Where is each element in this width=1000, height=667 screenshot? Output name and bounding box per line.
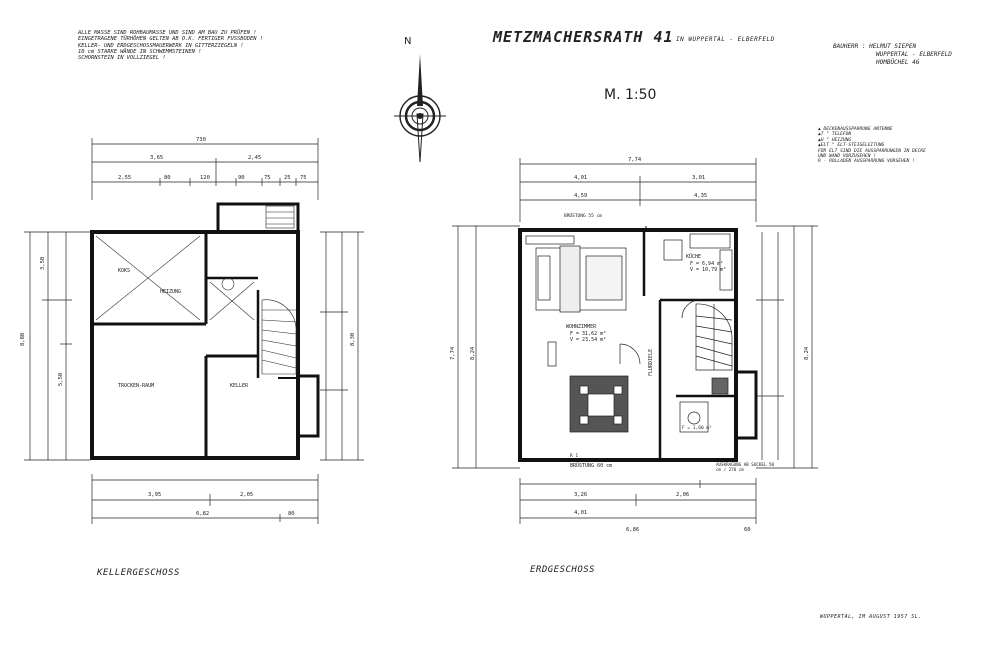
legend-line: FÜR ELT SIND DIE AUSSPARRUNGEN IN DECKE [818,148,926,154]
north-arrow-icon [394,54,446,163]
note-bruestung-top: BRÜSTUNG 55 cm [564,214,602,219]
svg-text:2,55: 2,55 [118,175,131,181]
note-line: KELLER- UND ERDGESCHOSSMAUERWERK IN GITT… [78,42,244,49]
svg-text:3,65: 3,65 [150,155,163,161]
room-label-keller: KELLER [230,383,249,389]
svg-text:90: 90 [238,175,245,181]
svg-text:2,45: 2,45 [248,155,261,161]
svg-text:3,95: 3,95 [148,492,161,498]
room-label-wohnzimmer: WOHNZIMMER [566,324,597,330]
north-label: N [404,36,412,47]
legend-line: ▲ELT " ELT-STEIGELEITUNG [818,143,885,149]
legend-line: UND WAND VORZUSEHEN ! [818,154,877,160]
svg-text:80: 80 [288,511,295,517]
drawing-title: METZMACHERSRATH 41 [493,28,674,46]
note-bruestung-bottom: BRÜSTUNG 60 cm [570,463,613,469]
svg-text:80: 80 [164,175,171,181]
svg-text:8,24: 8,24 [470,346,476,360]
legend-line: R - ROLLADEN AUSSPARRUNG VORSEHEN ! [818,159,915,165]
room-label-koks: KOKS [118,268,131,274]
keller-dim-total-top: 730 [196,137,206,143]
note-auskragung: AUSKRAGUNG AB SOCKEL 50 cm / 270 cm [716,462,774,472]
drawing-date: WUPPERTAL, IM AUGUST 1957 SL. [820,614,922,620]
svg-text:2,06: 2,06 [676,492,689,498]
svg-text:4,59: 4,59 [574,193,587,199]
svg-text:75: 75 [300,175,307,181]
groundfloor-label: ERDGESCHOSS [530,565,596,575]
erd-dim-total-top: 7,74 [628,157,642,163]
room-area-kueche: F = 6,94 m² [690,261,724,267]
svg-text:6,82: 6,82 [196,511,209,517]
owner-line: HOMBÜCHEL 46 [876,59,920,66]
svg-text:4,35: 4,35 [694,193,707,199]
room-label-trockenraum: TROCKEN-RAUM [118,383,155,389]
svg-text:60: 60 [744,527,751,533]
room-label-flur: FLURDIELE [648,348,654,376]
room-area-wc: F = 1,60 m² [682,426,712,431]
svg-text:8,80: 8,80 [20,333,26,346]
owner-line: WUPPERTAL - ELBERFELD [876,51,952,58]
drawing-scale: M. 1:50 [604,87,657,103]
svg-text:7,74: 7,74 [450,346,456,360]
svg-text:4,01: 4,01 [574,510,587,516]
svg-text:3,26: 3,26 [574,492,587,498]
svg-text:2,05: 2,05 [240,492,253,498]
legend-block: ▲ DECKENAUSSPARRUNG ANTENNE ▲T " TELEFON… [818,127,926,165]
svg-text:6,86: 6,86 [626,527,639,533]
owner-line: BAUHERR : HELMUT SIEPEN [833,43,917,50]
room-area-wohnzimmer: F = 31,62 m² [570,331,607,337]
note-line: SCHORNSTEIN IN VOLLZIEGEL ! [78,55,166,62]
svg-text:8,30: 8,30 [350,333,356,346]
svg-text:8,24: 8,24 [804,346,810,360]
svg-text:25: 25 [284,175,291,181]
drawing-location: IN WUPPERTAL - ELBERFELD [676,36,775,43]
svg-text:3,50: 3,50 [40,257,46,270]
svg-text:5,50: 5,50 [58,373,64,386]
owner-block: BAUHERR : HELMUT SIEPEN WUPPERTAL - ELBE… [833,43,952,67]
note-line: 10 cm STARKE WÄNDE IN SCHWEMMSTEINEN ! [78,48,202,55]
room-label-kueche: KÜCHE [686,254,702,260]
legend-line: ▲H " HEIZUNG [818,137,852,143]
room-label-heizung: HEIZUNG [160,289,182,295]
room-volume-kueche: V = 10,79 m² [690,267,727,273]
basement-label: KELLERGESCHOSS [97,568,180,578]
note-line: EINGETRAGENE TÜRHÖHEN GELTEN AB O.K. FER… [78,36,263,43]
svg-text:3,01: 3,01 [692,175,705,181]
note-line: ALLE MASSE SIND ROHBAUMASSE UND SIND AM … [78,30,257,36]
svg-text:4,01: 4,01 [574,175,587,181]
svg-text:120: 120 [200,175,210,181]
svg-text:75: 75 [264,175,271,181]
room-volume-wohnzimmer: V = 23,54 m² [570,337,607,343]
note-r1: R 1 [570,454,579,459]
legend-line: ▲ DECKENAUSSPARRUNG ANTENNE [818,127,893,132]
general-notes: ALLE MASSE SIND ROHBAUMASSE UND SIND AM … [78,30,263,61]
legend-line: ▲T " TELEFON [818,132,852,138]
